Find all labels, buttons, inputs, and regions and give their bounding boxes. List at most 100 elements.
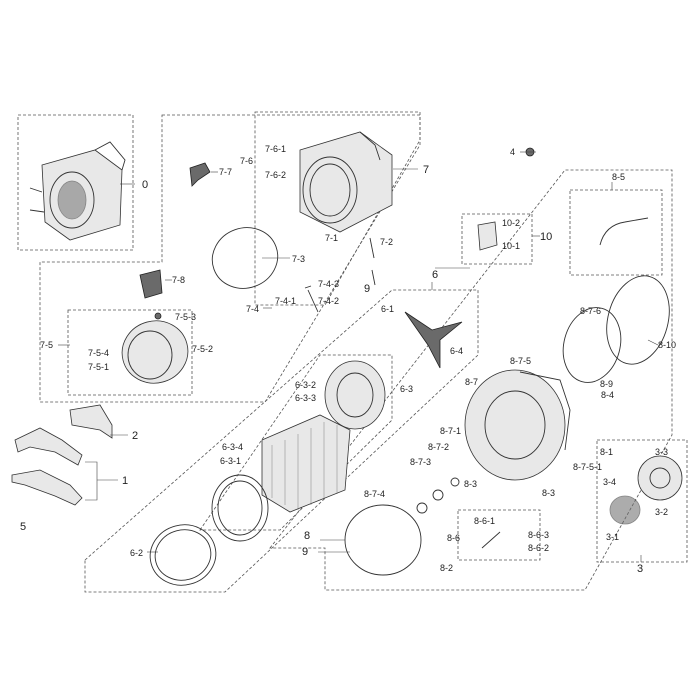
part-1-bracket-top [14, 427, 83, 466]
label-3-1: 3-1 [606, 532, 619, 542]
part-3-motor [609, 455, 683, 525]
label-7-4-2: 7-4-2 [318, 296, 339, 306]
frame-1-bracket [85, 461, 98, 501]
label-8: 8 [304, 530, 310, 542]
label-7-1: 7-1 [325, 233, 338, 243]
part-10 [477, 221, 498, 251]
part-8-7-4-ring [344, 504, 422, 576]
label-8-1: 8-1 [600, 447, 613, 457]
label-8-6-3: 8-6-3 [528, 530, 549, 540]
label-7-6: 7-6 [240, 156, 253, 166]
frame-3 [596, 439, 688, 563]
label-10-2: 10-2 [502, 218, 520, 228]
label-0: 0 [142, 179, 148, 191]
part-8-7-2-seal [432, 489, 444, 501]
label-8-9: 8-9 [600, 379, 613, 389]
part-8-5-hose [599, 217, 649, 246]
part-8-7-1-seal [450, 477, 460, 487]
label-6-1: 6-1 [381, 304, 394, 314]
label-7-5-4: 7-5-4 [88, 348, 109, 358]
label-7-5-2: 7-5-2 [192, 344, 213, 354]
label-10: 10 [540, 231, 552, 243]
label-8-7-4: 8-7-4 [364, 489, 385, 499]
label-7: 7 [423, 164, 429, 176]
label-7-6-2: 7-6-2 [265, 170, 286, 180]
label-7-7: 7-7 [219, 167, 232, 177]
label-8-7-5: 8-7-5 [510, 356, 531, 366]
label-8-7-3: 8-7-3 [410, 457, 431, 467]
frame-10 [461, 213, 533, 265]
callout-labels: 0 1 2 3 3-1 3-2 3-3 3-4 4 5 6 6-1 6-2 6-… [20, 144, 676, 575]
label-8-6: 8-6 [447, 533, 460, 543]
part-9-bolt-a [371, 269, 376, 286]
frame-8-6 [457, 509, 541, 561]
label-5: 5 [20, 521, 26, 533]
label-8-7-6: 8-7-6 [580, 306, 601, 316]
label-10-1: 10-1 [502, 241, 520, 251]
part-0-drum-assembly [29, 141, 126, 241]
label-6-4: 6-4 [450, 346, 463, 356]
label-8-7-2: 8-7-2 [428, 442, 449, 452]
label-8-7-1: 8-7-1 [440, 426, 461, 436]
label-6-3-2: 6-3-2 [295, 380, 316, 390]
label-3-3: 3-3 [655, 447, 668, 457]
label-7-4-1: 7-4-1 [275, 296, 296, 306]
label-8-2: 8-2 [440, 563, 453, 573]
parts [11, 131, 683, 586]
label-8-6-1: 8-6-1 [474, 516, 495, 526]
part-2 [69, 404, 113, 439]
label-8-3-b: 8-3 [542, 488, 555, 498]
label-3-2: 3-2 [655, 507, 668, 517]
frame-7-5 [67, 309, 193, 396]
part-7-tub-front [299, 131, 393, 233]
label-8-7: 8-7 [465, 377, 478, 387]
frame-6 [84, 289, 479, 593]
part-8-6-hose [481, 531, 501, 549]
label-3: 3 [637, 563, 643, 575]
label-8-10: 8-10 [658, 340, 676, 350]
frame-7 [254, 111, 421, 306]
part-7-5-door [121, 312, 189, 384]
label-8-6-2: 8-6-2 [528, 543, 549, 553]
leader-lines [58, 151, 659, 562]
label-6: 6 [432, 269, 438, 281]
part-7-4-bolt [304, 285, 319, 313]
part-7-2-bolt [369, 237, 375, 259]
label-3-4: 3-4 [603, 477, 616, 487]
label-8-3-a: 8-3 [464, 479, 477, 489]
label-9-a: 9 [364, 283, 370, 295]
part-7-3-ring [211, 227, 279, 289]
frame-8-5 [569, 189, 663, 276]
label-7-6-1: 7-6-1 [265, 144, 286, 154]
label-6-3-3: 6-3-3 [295, 393, 316, 403]
label-7-5-1: 7-5-1 [88, 362, 109, 372]
label-7-4: 7-4 [246, 304, 259, 314]
part-8-7-3-seal [416, 502, 428, 514]
part-1-bracket-bottom [11, 469, 83, 506]
part-7-8 [139, 269, 163, 299]
frame-0 [17, 114, 134, 251]
label-7-2: 7-2 [380, 237, 393, 247]
part-6-3-4-drum [261, 414, 351, 513]
part-6-1-spider [404, 311, 463, 369]
label-7-4-3: 7-4-3 [318, 279, 339, 289]
label-9-b: 9 [302, 546, 308, 558]
label-6-2: 6-2 [130, 548, 143, 558]
part-6-3-drum-back [324, 360, 386, 430]
part-8-9-pulley [562, 307, 622, 383]
part-8-10-ring [606, 275, 670, 365]
label-8-5: 8-5 [612, 172, 625, 182]
frame-6-3 [199, 354, 393, 531]
label-8-4: 8-4 [601, 390, 614, 400]
part-7-7 [189, 162, 211, 187]
part-6-3-1-ring [211, 474, 269, 542]
label-7-3: 7-3 [292, 254, 305, 264]
label-6-3: 6-3 [400, 384, 413, 394]
label-1: 1 [122, 475, 128, 487]
label-7-5-3: 7-5-3 [175, 312, 196, 322]
label-7-5: 7-5 [40, 340, 53, 350]
label-6-3-1: 6-3-1 [220, 456, 241, 466]
label-8-7-5-1: 8-7-5-1 [573, 462, 602, 472]
label-6-3-4: 6-3-4 [222, 442, 243, 452]
